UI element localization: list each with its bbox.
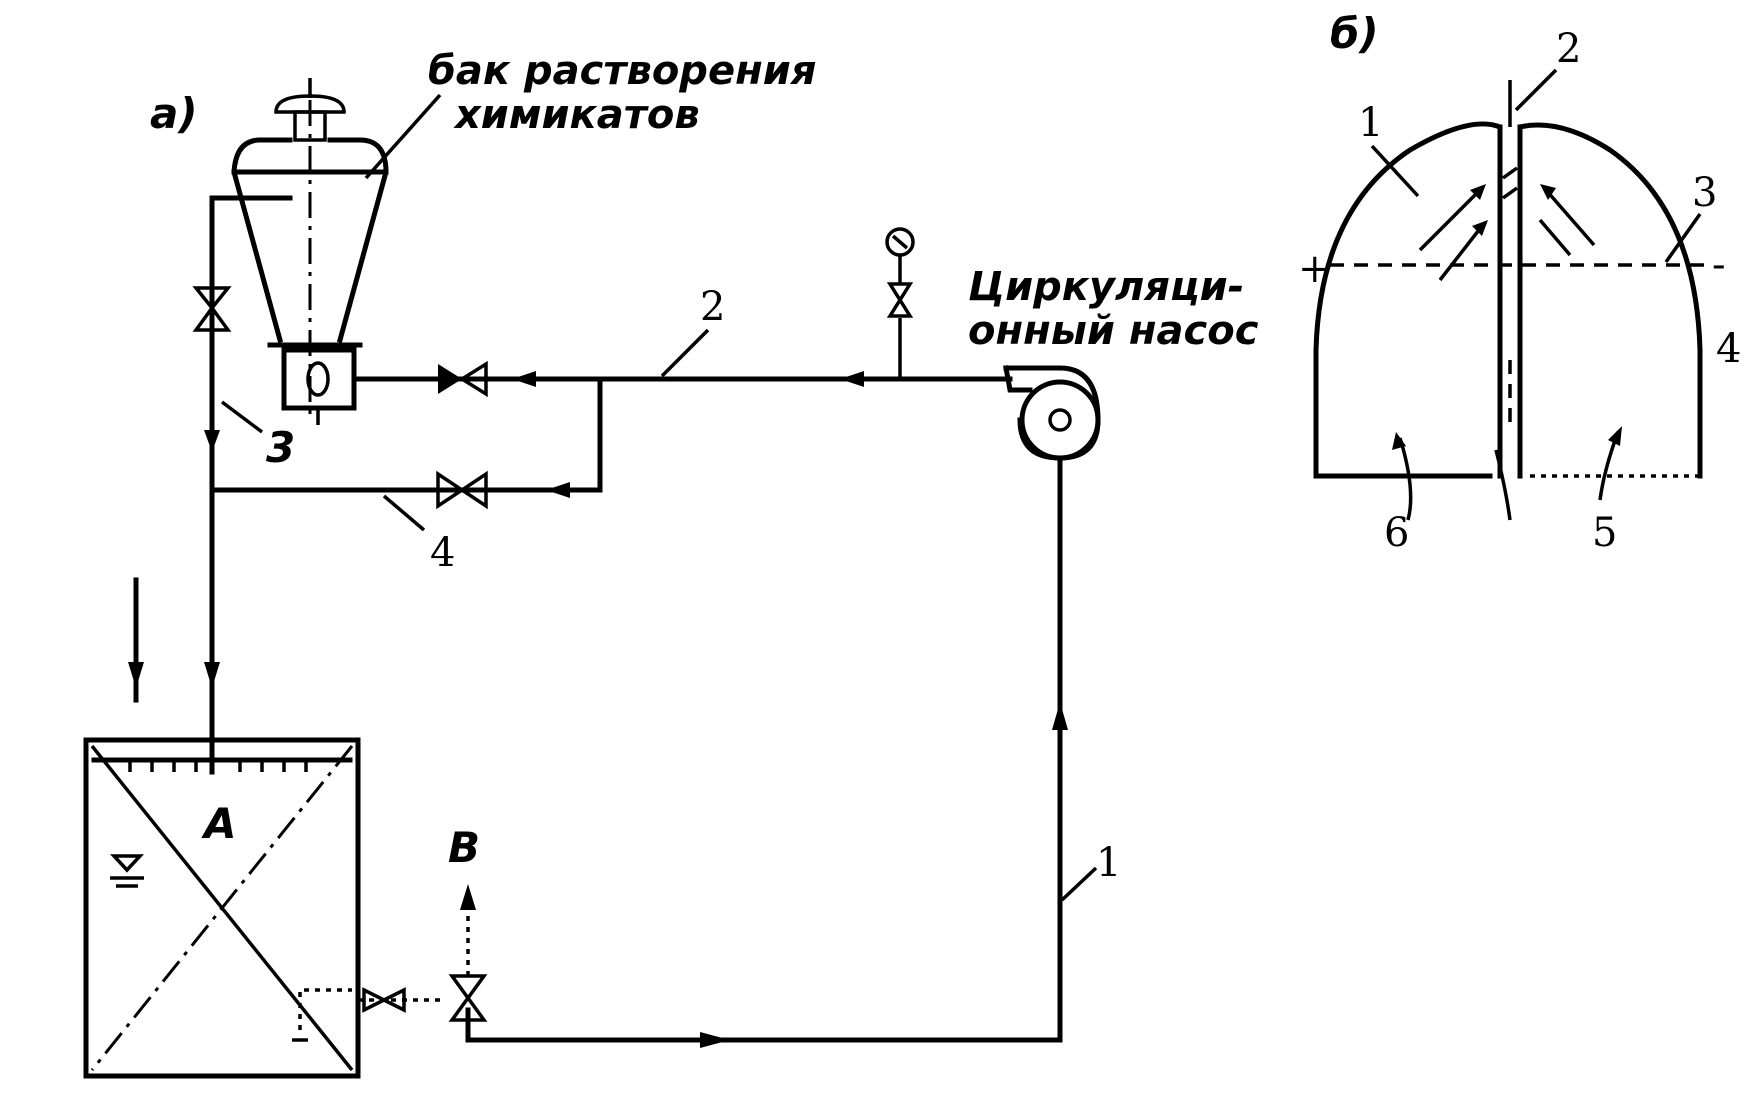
drain-valve (358, 884, 488, 1022)
feed-pipe-to-vessel (128, 487, 220, 775)
vessel-a (83, 737, 361, 1079)
pump-label-line1: Циркуляци- (968, 264, 1244, 310)
dome-outline (1313, 121, 1503, 479)
panel-a: а) бак растворения химикатов (83, 48, 1259, 1079)
b-label-3: 3 (1692, 170, 1717, 216)
line-3-pipe (192, 195, 293, 488)
vessel-letter: A (201, 799, 237, 848)
b-label-6: 6 (1384, 510, 1409, 556)
line-1-pipe (465, 482, 1068, 1048)
line-2-label: 2 (700, 284, 725, 330)
line-3-label: 3 (266, 423, 295, 472)
panel-b-tag: б) (1330, 9, 1379, 58)
pressure-gauge (885, 227, 915, 379)
tank-label-line1: бак растворения (428, 48, 816, 94)
circulation-pump (1003, 365, 1101, 488)
tank-leader (364, 93, 442, 180)
line-4-pipe (209, 376, 603, 510)
line-1-label: 1 (1096, 840, 1121, 886)
b-label-1: 1 (1358, 100, 1383, 146)
line-2-leader (660, 328, 710, 378)
dissolving-tank (231, 78, 389, 425)
tank-label-line2: химикатов (453, 92, 700, 138)
line-3-leader (220, 400, 264, 434)
line-4-label: 4 (430, 530, 455, 576)
line-4-leader (382, 494, 426, 532)
pump-label-line2: онный насос (968, 308, 1259, 354)
outlet-letter: В (448, 823, 480, 872)
panel-a-tag: а) (150, 89, 198, 138)
b-plus: + (1298, 246, 1332, 292)
panel-b: б) 1 2 3 4 5 (1298, 9, 1741, 556)
b-label-4: 4 (1716, 326, 1741, 372)
b-minus: - (1712, 242, 1726, 288)
line-1-leader (1060, 866, 1098, 902)
b-label-2: 2 (1556, 26, 1581, 72)
b-label-5: 5 (1592, 510, 1617, 556)
line-2-pipe (353, 360, 1013, 398)
